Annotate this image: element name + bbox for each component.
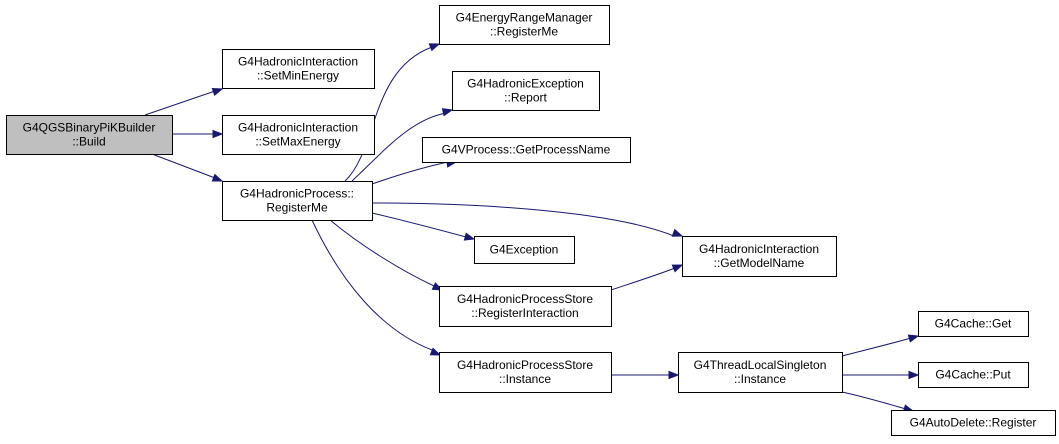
edge-hpreg-to-hpsinst (311, 219, 442, 356)
edge-line (151, 153, 216, 179)
node-box[interactable] (439, 5, 610, 45)
node-label: G4HadronicProcessStore (457, 358, 593, 372)
arrowhead-icon (428, 43, 441, 52)
arrowhead-icon (441, 108, 454, 117)
node-getpn[interactable]: G4VProcess::GetProcessName (422, 137, 631, 163)
edge-line (351, 112, 447, 182)
node-cacheget[interactable]: G4Cache::Get (918, 311, 1029, 337)
node-label: G4EnergyRangeManager (456, 11, 593, 25)
node-label: G4HadronicProcessStore (457, 292, 593, 306)
node-label: G4HadronicInteraction (238, 55, 358, 69)
node-tlsinst[interactable]: G4ThreadLocalSingleton::Instance (678, 352, 843, 393)
node-label: ::RegisterMe (490, 25, 558, 39)
node-box[interactable] (918, 311, 1029, 337)
node-label: ::Build (72, 135, 105, 149)
node-label: ::SetMaxEnergy (255, 135, 340, 149)
node-label: G4HadronicException (467, 77, 584, 91)
node-label: G4Cache::Put (935, 368, 1011, 382)
node-label: G4HadronicProcess:: (240, 187, 354, 201)
node-box[interactable] (918, 362, 1029, 388)
node-cacheput[interactable]: G4Cache::Put (918, 362, 1029, 388)
node-label: RegisterMe (266, 201, 328, 215)
node-label: ::Report (504, 91, 547, 105)
edge-hpsreg-to-getmodel (610, 264, 684, 291)
edge-build-to-setmax (172, 129, 224, 139)
edge-line (841, 337, 912, 357)
arrowhead-icon (668, 370, 680, 380)
node-box[interactable] (6, 115, 173, 155)
node-autodel[interactable]: G4AutoDelete::Register (891, 410, 1056, 436)
node-setmin[interactable]: G4HadronicInteraction::SetMinEnergy (222, 49, 375, 89)
node-build[interactable]: G4QGSBinaryPiKBuilder::Build (6, 115, 173, 155)
node-label: G4VProcess::GetProcessName (442, 143, 611, 157)
edge-line (344, 46, 433, 182)
edge-hpreg-to-getmodel (371, 202, 684, 237)
arrowhead-icon (211, 173, 224, 182)
arrowhead-icon (429, 347, 442, 356)
node-label: G4HadronicInteraction (699, 242, 819, 256)
node-hpsinst[interactable]: G4HadronicProcessStore::Instance (439, 352, 612, 393)
edge-line (841, 391, 907, 410)
arrowhead-icon (908, 370, 920, 380)
edge-build-to-setmin (144, 88, 224, 116)
node-label: G4Cache::Get (935, 317, 1012, 331)
nodes-layer: G4QGSBinaryPiKBuilder::BuildG4HadronicIn… (6, 5, 1056, 436)
node-box[interactable] (222, 49, 375, 89)
node-label: G4HadronicInteraction (238, 121, 358, 135)
arrowhead-icon (671, 264, 684, 273)
node-erm[interactable]: G4EnergyRangeManager::RegisterMe (439, 5, 610, 45)
edge-tlsinst-to-cacheget (841, 334, 920, 357)
node-getmodel[interactable]: G4HadronicInteraction::GetModelName (682, 236, 837, 277)
node-label: G4Exception (490, 243, 559, 257)
node-box[interactable] (222, 181, 373, 221)
edge-hpreg-to-hexc (351, 108, 454, 182)
edge-line (311, 219, 433, 351)
edge-build-to-hpreg (151, 153, 224, 182)
node-label: G4QGSBinaryPiKBuilder (23, 121, 156, 135)
node-box[interactable] (439, 286, 612, 327)
edge-hpreg-to-getpn (371, 159, 458, 185)
edge-hpreg-to-erm (344, 43, 441, 182)
node-label: ::RegisterInteraction (471, 306, 578, 320)
node-box[interactable] (222, 115, 375, 155)
edge-line (144, 90, 216, 116)
edge-tlsinst-to-cacheput (842, 370, 920, 380)
edges-layer (144, 43, 920, 413)
node-box[interactable] (682, 236, 837, 277)
edge-line (371, 202, 675, 237)
node-box[interactable] (452, 71, 600, 111)
node-label: G4ThreadLocalSingleton (694, 358, 827, 372)
node-box[interactable] (422, 137, 631, 163)
node-label: G4AutoDelete::Register (910, 416, 1037, 430)
edge-line (610, 267, 676, 291)
node-box[interactable] (678, 352, 843, 393)
arrowhead-icon (671, 228, 684, 237)
node-g4exc[interactable]: G4Exception (474, 236, 575, 264)
arrowhead-icon (212, 129, 224, 139)
node-box[interactable] (891, 410, 1056, 436)
arrowhead-icon (463, 232, 476, 241)
node-label: ::Instance (734, 372, 786, 386)
edge-line (329, 219, 435, 287)
node-box[interactable] (474, 236, 575, 264)
node-box[interactable] (439, 352, 612, 393)
edge-line (371, 161, 449, 185)
node-hpsreg[interactable]: G4HadronicProcessStore::RegisterInteract… (439, 286, 612, 327)
edge-tlsinst-to-autodel (841, 391, 915, 413)
node-hpreg[interactable]: G4HadronicProcess::RegisterMe (222, 181, 373, 221)
arrowhead-icon (907, 334, 920, 343)
edge-line (371, 212, 467, 238)
node-label: ::SetMinEnergy (257, 69, 339, 83)
edge-hpreg-to-g4exc (371, 212, 476, 241)
arrowhead-icon (211, 88, 224, 97)
node-hexc[interactable]: G4HadronicException::Report (452, 71, 600, 111)
node-label: ::GetModelName (714, 256, 805, 270)
edge-hpsinst-to-tlsinst (611, 370, 680, 380)
node-setmax[interactable]: G4HadronicInteraction::SetMaxEnergy (222, 115, 375, 155)
node-label: ::Instance (499, 372, 551, 386)
